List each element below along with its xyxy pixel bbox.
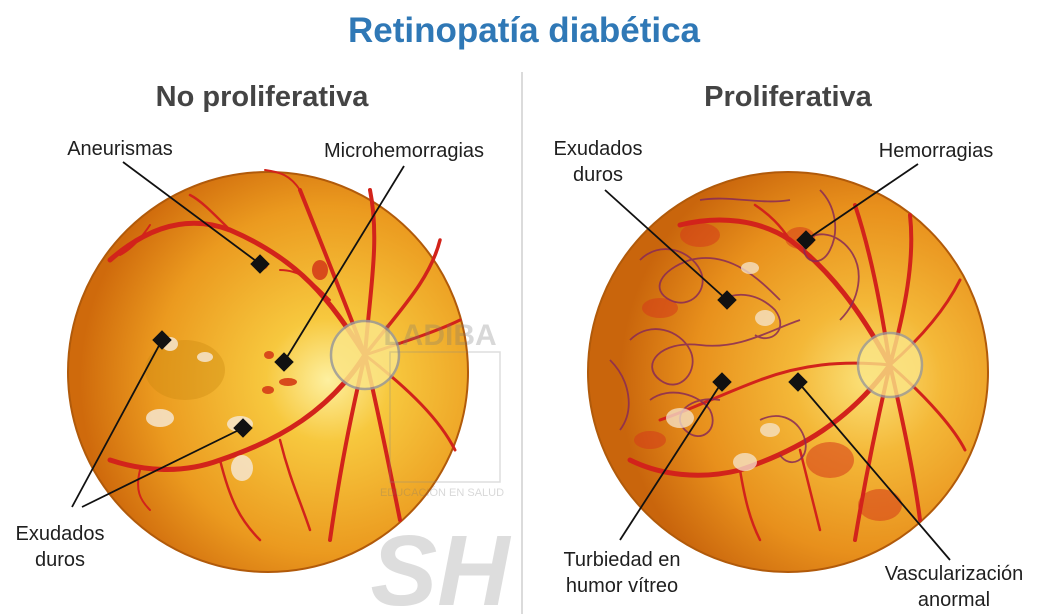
watermark-brand: LADIBA	[383, 319, 496, 352]
label-microhemorragias: Microhemorragias	[324, 140, 484, 162]
label-exudados-line2: duros	[35, 549, 85, 571]
watermark-monogram: SH	[371, 515, 512, 614]
fundus-no-proliferativa	[68, 170, 468, 572]
label-exudados-r-line1: Exudados	[554, 138, 643, 160]
label-aneurismas: Aneurismas	[67, 138, 173, 160]
label-exudados-line1: Exudados	[16, 523, 105, 545]
label-turbiedad-line2: humor vítreo	[566, 575, 678, 597]
heading-no-proliferativa: No proliferativa	[156, 81, 370, 113]
heading-proliferativa: Proliferativa	[704, 81, 872, 113]
watermark-tagline: EDUCACIÓN EN SALUD	[380, 486, 504, 499]
label-hemorragias: Hemorragias	[879, 140, 993, 162]
label-vascularizacion-line1: Vascularización	[885, 563, 1024, 585]
fundus-proliferativa	[588, 172, 988, 572]
optic-disc	[858, 333, 922, 397]
label-turbiedad-line1: Turbiedad en	[563, 549, 680, 571]
label-exudados-r-line2: duros	[573, 164, 623, 186]
label-vascularizacion-line2: anormal	[918, 589, 990, 611]
main-title: Retinopatía diabética	[348, 11, 701, 50]
